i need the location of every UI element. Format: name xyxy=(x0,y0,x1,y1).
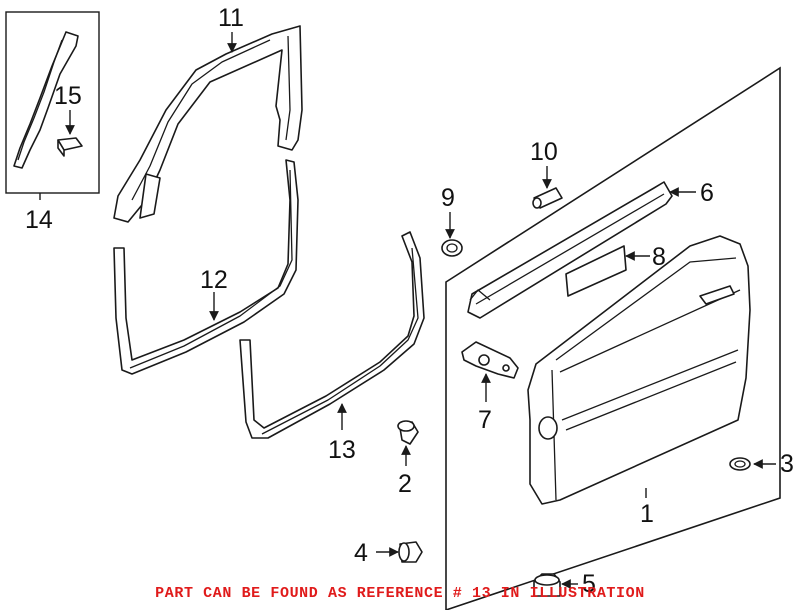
callout-11: 11 xyxy=(218,4,244,32)
part-2-clip xyxy=(397,420,419,445)
part-10-pin xyxy=(532,187,563,209)
reference-caption: PART CAN BE FOUND AS REFERENCE # 13 IN I… xyxy=(155,585,645,602)
part-8-plate xyxy=(565,245,627,297)
part-3-plug xyxy=(729,457,751,471)
callout-7: 7 xyxy=(478,406,492,434)
part-5-bumper xyxy=(533,573,561,597)
callout-9: 9 xyxy=(441,184,455,212)
callout-8: 8 xyxy=(652,243,666,271)
callout-2: 2 xyxy=(398,470,412,498)
part-11-door-frame xyxy=(113,25,303,223)
leader-lines xyxy=(39,32,776,589)
callout-1: 1 xyxy=(640,500,654,528)
callout-4: 4 xyxy=(354,539,368,567)
callout-5: 5 xyxy=(582,570,596,598)
callout-15: 15 xyxy=(54,82,82,110)
callout-13: 13 xyxy=(328,436,356,464)
part-7-bracket xyxy=(461,341,519,379)
callout-14: 14 xyxy=(25,206,53,234)
part-12-door-seal xyxy=(113,159,299,375)
callout-12: 12 xyxy=(200,266,228,294)
part-1-door-shell xyxy=(527,235,751,505)
callout-6: 6 xyxy=(700,179,714,207)
inset-box xyxy=(5,11,100,194)
part-4-grommet xyxy=(398,541,423,563)
callout-10: 10 xyxy=(530,138,558,166)
part-9-grommet xyxy=(441,239,463,257)
part-6-belt-molding xyxy=(467,181,673,319)
callout-labels: 11 15 14 12 13 2 9 10 6 8 7 3 1 4 5 xyxy=(25,4,794,598)
part-13-weatherstrip xyxy=(239,231,425,439)
callout-3: 3 xyxy=(780,450,794,478)
